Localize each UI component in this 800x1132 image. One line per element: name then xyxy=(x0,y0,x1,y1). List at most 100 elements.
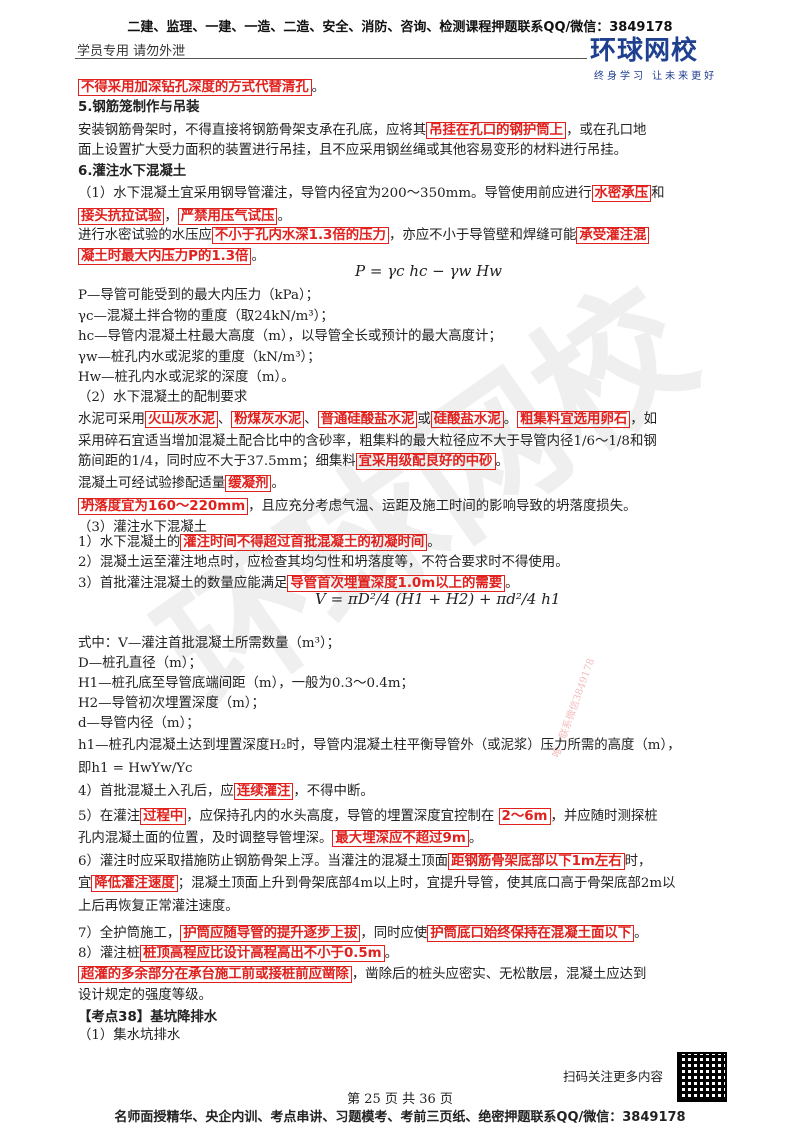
highlight-text: 粉煤灰水泥 xyxy=(231,411,305,428)
body-text: 2）混凝土运至灌注地点时，应检查其均匀性和坍落度等，不符合要求时不得使用。 xyxy=(78,555,569,570)
body-text: ，或在孔口地 xyxy=(566,123,647,138)
body-text: P—导管可能受到的最大内压力（kPa）； xyxy=(78,288,320,303)
highlight-text: 缓凝剂 xyxy=(225,475,272,492)
highlight-text: 超灌的多余部分在承台施工前或接桩前应凿除 xyxy=(78,966,352,983)
text-line: 8）灌注桩桩顶高程应比设计高程高出不小于0.5m。 xyxy=(78,944,398,964)
text-line: 混凝土可经试验掺配适量缓凝剂。 xyxy=(78,474,285,494)
body-text: 4）首批混凝土入孔后，应 xyxy=(78,784,234,799)
highlight-text: 连续灌注 xyxy=(233,783,294,800)
formula-volume: V = πD²/4 (H1 + H2) + πd²/4 h1 xyxy=(315,590,561,608)
body-text: 3）首批灌注混凝土的数量应能满足 xyxy=(78,576,288,591)
text-line: 式中：V—灌注首批混凝土所需数量（m³）； xyxy=(78,634,340,654)
highlight-text: 不小于孔内水深1.3倍的压力 xyxy=(211,227,389,244)
body-text: 1）水下混凝土的 xyxy=(78,535,181,550)
body-text: D—桩孔直径（m）； xyxy=(78,656,202,671)
body-text: h1—桩孔内混凝土达到埋置深度H₂时，导管内混凝土柱平衡导管外（或泥浆）压力所需… xyxy=(78,738,681,753)
text-line: h1—桩孔内混凝土达到埋置深度H₂时，导管内混凝土柱平衡导管外（或泥浆）压力所需… xyxy=(78,736,681,756)
text-line: 面上设置扩大受力面积的装置进行吊挂，且不应采用钢丝绳或其他容易变形的材料进行吊挂… xyxy=(78,141,627,161)
highlight-text: 灌注时间不得超过首批混凝土的初凝时间 xyxy=(180,534,428,551)
body-text: H1—桩孔底至导管底端间距（m），一般为0.3～0.4m； xyxy=(78,676,414,691)
body-text: 和 xyxy=(651,186,665,201)
body-text: 。 xyxy=(427,535,441,550)
body-text: 。 xyxy=(277,209,291,224)
header-divider xyxy=(75,58,587,59)
text-line: 接头抗拉试验，严禁用压气试压。 xyxy=(78,207,291,227)
text-line: 安装钢筋骨架时，不得直接将钢筋骨架支承在孔底，应将其吊挂在孔口的钢护筒上，或在孔… xyxy=(78,121,646,141)
body-text: Hw—桩孔内水或泥浆的深度（m）。 xyxy=(78,370,295,385)
body-text: 筋间距的1/4，同时应不大于37.5mm；细集料 xyxy=(78,454,356,469)
body-text: 6）灌注时应采取措施防止钢筋骨架上浮。当灌注的混凝土顶面 xyxy=(78,854,449,869)
header-banner: 二建、监理、一建、一造、二造、安全、消防、咨询、检测课程押题联系QQ/微信：38… xyxy=(127,20,673,35)
body-text: ， xyxy=(164,209,178,224)
highlight-text: 最大埋深应不超过9m xyxy=(332,830,469,847)
body-text: 。 xyxy=(505,576,519,591)
text-line: 2）混凝土运至灌注地点时，应检查其均匀性和坍落度等，不符合要求时不得使用。 xyxy=(78,553,569,573)
logo: 环球网校 终身学习 让未来更好 xyxy=(590,30,740,82)
section-heading: 【考点38】基坑降排水 xyxy=(78,1010,218,1025)
body-text: （1）集水坑排水 xyxy=(78,1028,181,1043)
text-line: （3）灌注水下混凝土 xyxy=(78,518,207,538)
text-line: （2）水下混凝土的配制要求 xyxy=(78,388,247,408)
body-text: ，如 xyxy=(630,412,658,427)
highlight-text: 接头抗拉试验 xyxy=(78,208,165,225)
text-line: （1）水下混凝土宜采用钢导管灌注，导管内径宜为200～350mm。导管使用前应进… xyxy=(78,184,664,204)
highlight-text: 普通硅酸盐水泥 xyxy=(317,411,418,428)
text-line: H1—桩孔底至导管底端间距（m），一般为0.3～0.4m； xyxy=(78,674,414,694)
text-line: 6）灌注时应采取措施防止钢筋骨架上浮。当灌注的混凝土顶面距钢筋骨架底部以下1m左… xyxy=(78,852,651,872)
body-text: 。 xyxy=(503,412,518,427)
body-text: d—导管内径（m）； xyxy=(78,716,200,731)
body-text: ，同时应使 xyxy=(360,926,428,941)
body-text: ，且应充分考虑气温、运距及施工时间的影响导致的坍落度损失。 xyxy=(248,499,637,514)
text-line: 凝土时最大内压力P的1.3倍。 xyxy=(78,247,265,267)
logo-text: 环球网校 xyxy=(590,36,699,66)
highlight-text: 导管首次埋置深度1.0m以上的需要 xyxy=(287,575,506,592)
formula-pressure: P = γc hc − γw Hw xyxy=(355,262,502,280)
body-text: hc—导管内混凝土柱最大高度（m），以导管全长或预计的最大高度计； xyxy=(78,329,502,344)
body-text: 式中：V—灌注首批混凝土所需数量（m³）； xyxy=(78,636,341,651)
body-text: γc—混凝土拌合物的重度（取24kN/m³）； xyxy=(78,309,334,324)
text-line: 坍落度宜为160～220mm，且应充分考虑气温、运距及施工时间的影响导致的坍落度… xyxy=(78,497,636,517)
highlight-text: 严禁用压气试压 xyxy=(177,208,278,225)
highlight-text: 不得采用加深钻孔深度的方式代替清孔 xyxy=(78,79,312,96)
text-line: H2—导管初次埋置深度（m）； xyxy=(78,694,265,714)
section-heading: 6.灌注水下混凝土 xyxy=(78,164,187,179)
text-line: 宜降低灌注速度；混凝土顶面上升到骨架底部4m以上时，宜提升导管，使其底口高于骨架… xyxy=(78,874,675,894)
body-text: 上后再恢复正常灌注速度。 xyxy=(78,899,239,914)
body-text: 或 xyxy=(417,412,431,427)
section-heading: 5.钢筋笼制作与吊装 xyxy=(78,100,200,115)
header-subtitle: 学员专用 请勿外泄 xyxy=(77,44,186,59)
body-text: 时， xyxy=(624,854,652,869)
highlight-text: 硅酸盐水泥 xyxy=(430,411,504,428)
text-line: 采用碎石宜适当增加混凝土配合比中的含砂率，粗集料的最大粒径应不大于导管内径1/6… xyxy=(78,432,657,452)
text-line: Hw—桩孔内水或泥浆的深度（m）。 xyxy=(78,368,295,388)
text-line: 不得采用加深钻孔深度的方式代替清孔。 xyxy=(78,78,325,98)
text-line: 7）全护筒施工，护筒应随导管的提升逐步上拔，同时应使护筒底口始终保持在混凝土面以… xyxy=(78,924,648,944)
text-line: 5.钢筋笼制作与吊装 xyxy=(78,98,200,118)
highlight-text: 桩顶高程应比设计高程高出不小于0.5m xyxy=(140,945,385,962)
body-text: 采用碎石宜适当增加混凝土配合比中的含砂率，粗集料的最大粒径应不大于导管内径1/6… xyxy=(78,434,657,449)
text-line: 即h1 = HwYw/Yc xyxy=(78,759,193,779)
text-line: 水泥可采用火山灰水泥、粉煤灰水泥、普通硅酸盐水泥或硅酸盐水泥。粗集料宜选用卵石，… xyxy=(78,410,657,430)
highlight-text: 粗集料宜选用卵石 xyxy=(517,411,631,428)
text-line: γw—桩孔内水或泥浆的重度（kN/m³）； xyxy=(78,348,321,368)
highlight-text: 水密承压 xyxy=(591,185,652,202)
body-text: 7）全护筒施工， xyxy=(78,926,181,941)
body-text: 进行水密试验的水压应 xyxy=(78,228,212,243)
body-text: 安装钢筋骨架时，不得直接将钢筋骨架支承在孔底，应将其 xyxy=(78,123,427,138)
body-text: （2）水下混凝土的配制要求 xyxy=(78,390,248,405)
text-line: （1）集水坑排水 xyxy=(78,1026,180,1046)
highlight-text: 火山灰水泥 xyxy=(144,411,218,428)
highlight-text: 承受灌注混 xyxy=(576,227,650,244)
body-text: H2—导管初次埋置深度（m）； xyxy=(78,696,265,711)
body-text: 宜 xyxy=(78,876,92,891)
body-text: 。 xyxy=(634,926,648,941)
highlight-text: 宜采用级配良好的中砂 xyxy=(355,453,496,470)
body-text: 8）灌注桩 xyxy=(78,946,141,961)
footer-banner: 名师面授精华、央企内训、考点串讲、习题模考、考前三页纸、绝密押题联系QQ/微信：… xyxy=(114,1110,686,1125)
body-text: γw—桩孔内水或泥浆的重度（kN/m³）； xyxy=(78,350,321,365)
body-text: （1）水下混凝土宜采用钢导管灌注，导管内径宜为200～350mm。导管使用前应进… xyxy=(78,186,592,201)
text-line: D—桩孔直径（m）； xyxy=(78,654,202,674)
text-line: 超灌的多余部分在承台施工前或接桩前应凿除，凿除后的桩头应密实、无松散层，混凝土应… xyxy=(78,965,646,985)
body-text: 。 xyxy=(384,946,399,961)
highlight-text: 护筒应随导管的提升逐步上拔 xyxy=(180,925,361,942)
